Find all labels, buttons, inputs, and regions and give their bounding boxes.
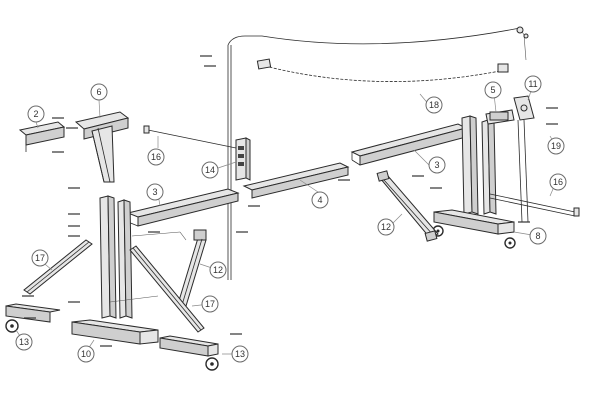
svg-text:2: 2 <box>33 109 38 119</box>
callout-13-left: 13 <box>15 333 33 351</box>
svg-text:16: 16 <box>553 177 563 187</box>
beam-right <box>350 123 468 166</box>
brace-12-center <box>177 229 207 307</box>
svg-text:18: 18 <box>429 100 439 110</box>
callout-11: 11 <box>524 75 542 93</box>
beam-middle <box>242 162 350 199</box>
svg-text:8: 8 <box>535 231 540 241</box>
right-base-foot <box>432 209 516 249</box>
svg-text:17: 17 <box>35 253 45 263</box>
svg-text:14: 14 <box>205 165 215 175</box>
control-box <box>235 137 251 181</box>
svg-text:12: 12 <box>381 222 391 232</box>
svg-text:11: 11 <box>528 79 537 89</box>
svg-text:3: 3 <box>152 187 157 197</box>
svg-text:17: 17 <box>205 299 215 309</box>
cable-assembly <box>227 26 529 280</box>
latch-11 <box>513 95 535 223</box>
callout-5: 5 <box>484 81 502 99</box>
svg-text:10: 10 <box>81 349 91 359</box>
callout-17-left: 17 <box>31 249 49 267</box>
callout-12-right: 12 <box>377 218 395 236</box>
rod-16a <box>143 125 237 149</box>
svg-text:5: 5 <box>490 85 495 95</box>
callout-14: 14 <box>201 161 219 179</box>
left-base-foot <box>71 319 159 345</box>
svg-text:3: 3 <box>434 160 439 170</box>
callout-8: 8 <box>529 227 547 245</box>
callout-2: 2 <box>27 105 45 123</box>
callout-13-right: 13 <box>231 345 249 363</box>
svg-text:13: 13 <box>19 337 29 347</box>
callout-12-center: 12 <box>209 261 227 279</box>
brace-17-left <box>23 239 93 295</box>
top-left-bracket <box>74 111 130 183</box>
svg-text:19: 19 <box>551 141 561 151</box>
callout-3-left: 3 <box>146 183 164 201</box>
brace-right <box>376 170 439 242</box>
caster-foot-right <box>159 335 219 371</box>
svg-text:12: 12 <box>213 265 223 275</box>
callout-4: 4 <box>311 191 329 209</box>
callout-16-right: 16 <box>549 173 567 191</box>
svg-text:6: 6 <box>96 87 101 97</box>
rod-16b <box>489 193 580 217</box>
svg-text:13: 13 <box>235 349 245 359</box>
callout-3-right: 3 <box>428 156 446 174</box>
chain <box>256 58 509 82</box>
svg-text:16: 16 <box>151 152 161 162</box>
guide-lines <box>109 231 187 303</box>
callout-19: 19 <box>547 137 565 155</box>
beam-left <box>126 188 240 227</box>
left-upright <box>99 195 133 319</box>
callout-16-top: 16 <box>147 148 165 166</box>
callout-17-center: 17 <box>201 295 219 313</box>
callout-10: 10 <box>77 345 95 363</box>
callout-18: 18 <box>425 96 443 114</box>
svg-text:4: 4 <box>317 195 322 205</box>
callout-6: 6 <box>90 83 108 101</box>
right-upright <box>461 115 497 215</box>
brace-17-cross <box>129 245 205 333</box>
bracket-5 <box>485 109 515 125</box>
small-end-bracket <box>18 121 66 152</box>
caster-foot-left <box>5 303 61 333</box>
